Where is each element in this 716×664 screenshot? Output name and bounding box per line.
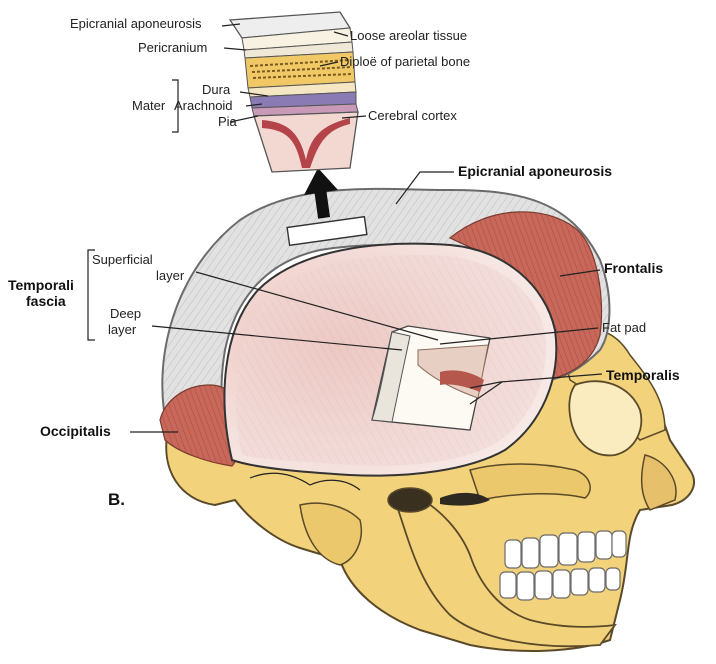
label-pia: Pia xyxy=(218,114,238,129)
label-cerebral-cortex: Cerebral cortex xyxy=(368,108,457,123)
label-deep-line1: Deep xyxy=(110,306,141,321)
temporal-fascia xyxy=(225,244,557,476)
label-temporal-fascia-line2: fascia xyxy=(26,293,66,309)
label-mater: Mater xyxy=(132,98,166,113)
label-arachnoid: Arachnoid xyxy=(174,98,233,113)
scalp-layers-inset xyxy=(230,12,358,172)
label-superficial-line1: Superficial xyxy=(92,252,153,267)
label-pericranium: Pericranium xyxy=(138,40,207,55)
label-epicranial-aponeurosis-main: Epicranial aponeurosis xyxy=(458,163,612,179)
panel-letter: B. xyxy=(108,490,125,509)
label-epicranial-aponeurosis-inset: Epicranial aponeurosis xyxy=(70,16,202,31)
label-occipitalis: Occipitalis xyxy=(40,423,111,439)
label-temporal-fascia-line1: Temporali xyxy=(8,277,74,293)
label-deep-line2: layer xyxy=(108,322,137,337)
label-superficial-line2: layer xyxy=(156,268,185,283)
ear-canal xyxy=(388,488,432,512)
label-dura: Dura xyxy=(202,82,231,97)
label-loose-areolar-tissue: Loose areolar tissue xyxy=(350,28,467,43)
label-fat-pad: Fat pad xyxy=(602,320,646,335)
label-frontalis: Frontalis xyxy=(604,260,663,276)
label-temporalis: Temporalis xyxy=(606,367,680,383)
zygomatic-arch xyxy=(470,464,590,500)
label-diploe: Diploë of parietal bone xyxy=(340,54,470,69)
